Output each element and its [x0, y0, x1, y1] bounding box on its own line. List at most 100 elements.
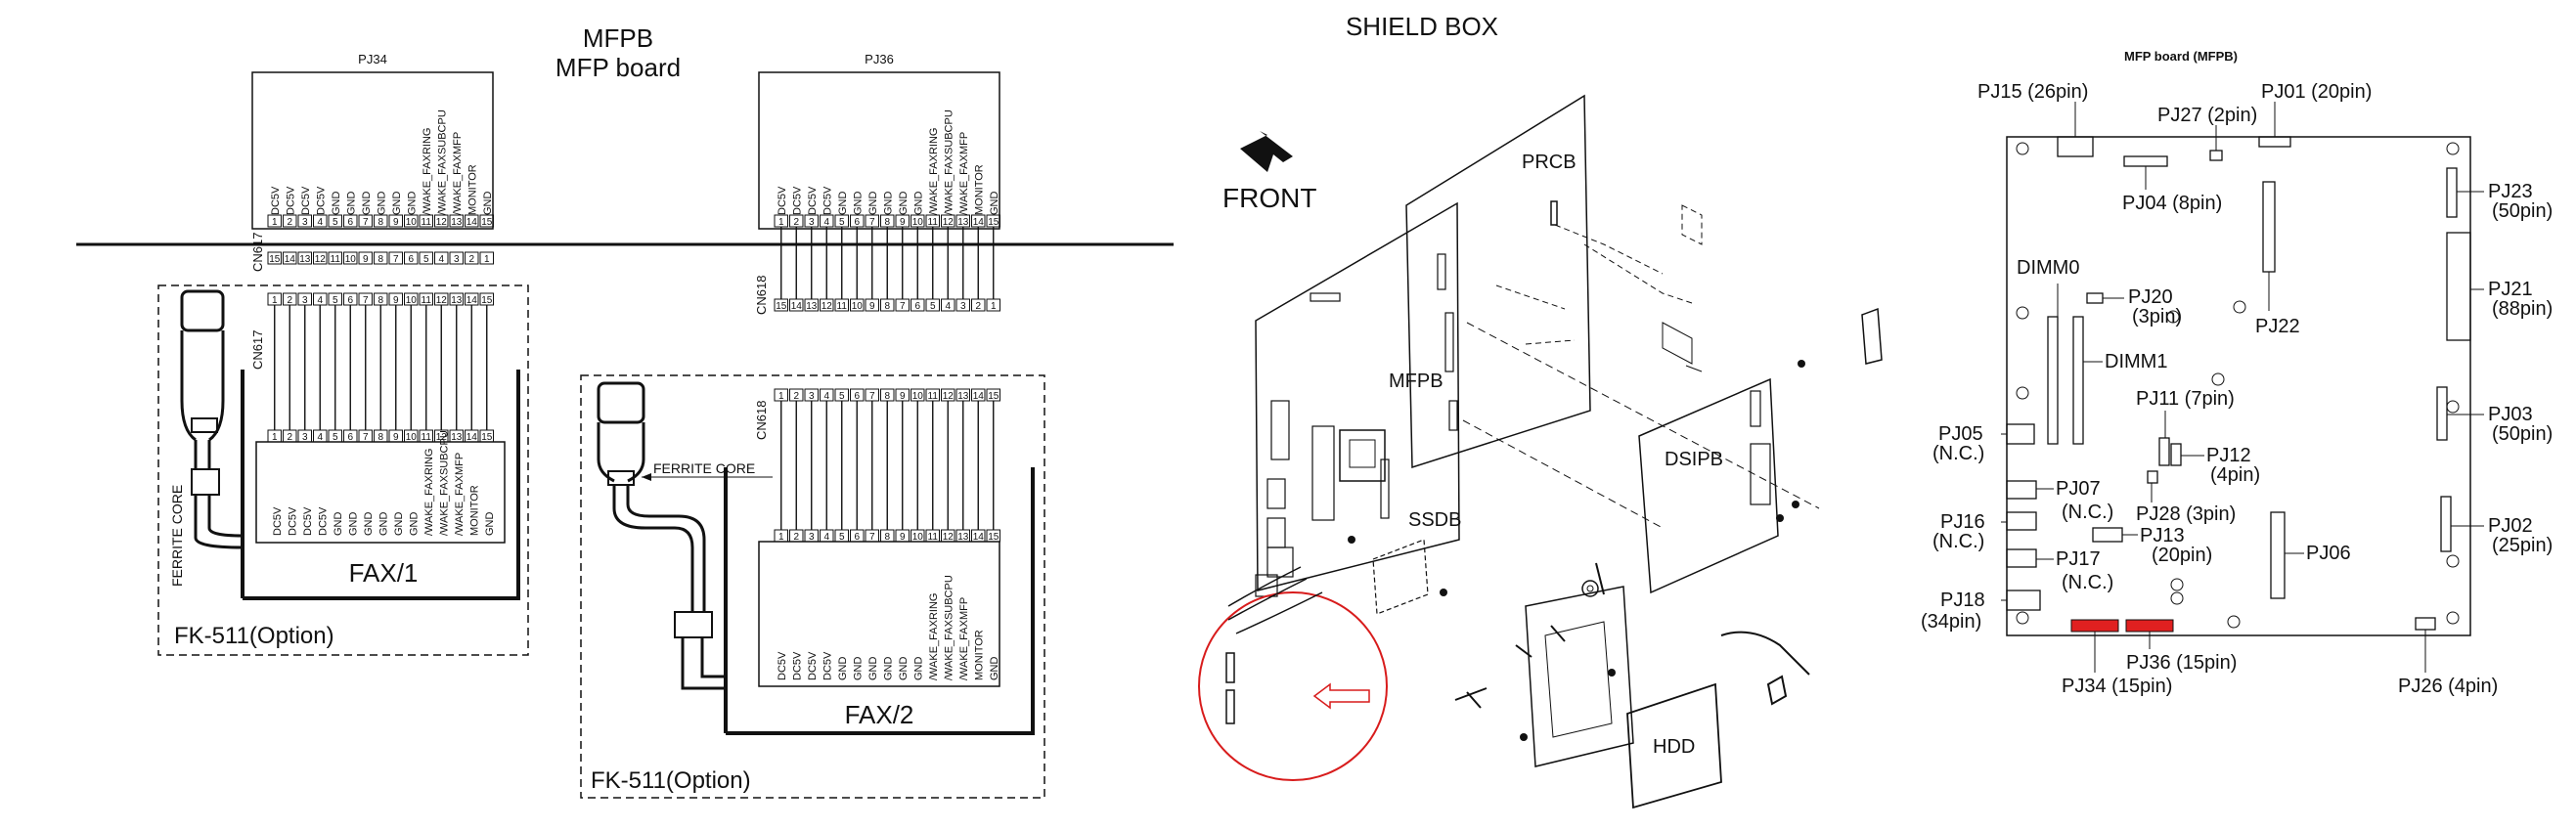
- pin-cell: [479, 214, 494, 228]
- pj27-connector: [2209, 150, 2223, 161]
- pin-number: 7: [363, 295, 369, 306]
- pin-number: 10: [852, 301, 864, 312]
- middle-panel: SHIELD BOX FRONT PRCB MFPB: [1198, 12, 1883, 809]
- label-dimm0: DIMM0: [2017, 257, 2079, 279]
- pin-cell: [283, 292, 297, 306]
- pin-number: 14: [466, 432, 478, 443]
- pj34-connector-box: [251, 71, 494, 230]
- signal-name: GND: [853, 192, 865, 216]
- pin-number: 2: [793, 217, 799, 228]
- hdd-label: HDD: [1653, 736, 1695, 758]
- pin-number: 10: [406, 432, 418, 443]
- label-pj17-nc: (N.C.): [2062, 572, 2113, 593]
- ferrite-core-label-2: FERRITE CORE: [653, 460, 755, 476]
- pin-number: 13: [451, 295, 463, 306]
- hdd-mount-plate: [1525, 586, 1634, 767]
- pin-cell: [404, 251, 419, 265]
- pin-number: 11: [422, 432, 432, 443]
- signal-name: GND: [898, 657, 910, 681]
- pin-cell: [465, 251, 479, 265]
- pin-cell: [374, 292, 388, 306]
- label-pj05: PJ05: [1938, 423, 1983, 445]
- mfpb-connector-labels: PJ15 (26pin) PJ01 (20pin) PJ27 (2pin) PJ…: [1921, 81, 2553, 697]
- pin-cell: [358, 214, 373, 228]
- pin-cell: [465, 214, 479, 228]
- label-pj20-pins: (3pin): [2132, 306, 2182, 328]
- pin-cell: [297, 214, 312, 228]
- pin-cell: [343, 251, 358, 265]
- pin-number: 5: [333, 217, 338, 228]
- leader-lines: [2001, 102, 2484, 673]
- pin-cell: [419, 214, 433, 228]
- signal-name: /WAKE_FAXSUBCPU: [439, 430, 451, 536]
- pj02-connector: [2440, 496, 2452, 552]
- pin-cell: [313, 214, 328, 228]
- pin-cell: [404, 292, 419, 306]
- signal-name: DC5V: [316, 186, 328, 215]
- label-pj36: PJ36 (15pin): [2126, 652, 2237, 674]
- detail-highlight-circle: [1198, 591, 1388, 781]
- pin-cell: [313, 429, 328, 443]
- pin-cell: [465, 429, 479, 443]
- pin-number: 7: [869, 391, 875, 402]
- pin-cell: [388, 429, 403, 443]
- label-pj05-nc: (N.C.): [1932, 443, 1984, 464]
- signal-name: GND: [409, 512, 421, 537]
- signal-name: GND: [363, 512, 375, 537]
- signal-name: DC5V: [300, 186, 312, 215]
- label-pj13: PJ13: [2140, 525, 2185, 546]
- signal-name: /WAKE_FAXRING: [423, 449, 435, 536]
- pin-cell: [434, 251, 449, 265]
- pin-cell: [374, 429, 388, 443]
- pin-number: 11: [837, 301, 848, 312]
- pin-cell: [449, 214, 464, 228]
- pin-cell: [328, 292, 342, 306]
- pin-cell: [388, 292, 403, 306]
- pin-cell: [328, 251, 342, 265]
- pin-number: 5: [839, 217, 845, 228]
- signal-name: GND: [331, 192, 342, 216]
- pin-number: 8: [884, 301, 890, 312]
- signal-name: DC5V: [792, 186, 804, 215]
- pin-number: 1: [778, 217, 784, 228]
- label-pj16: PJ16: [1940, 511, 1985, 533]
- fk511-option-box-2: [580, 374, 1045, 799]
- pin-cell: [267, 429, 282, 443]
- pj05-connector: [2006, 423, 2035, 445]
- pin-number: 8: [884, 391, 890, 402]
- signal-name: MONITOR: [974, 630, 986, 680]
- pin-number: 14: [973, 532, 985, 543]
- pin-number: 12: [315, 254, 327, 265]
- pin-number: 10: [406, 295, 418, 306]
- pin-cell: [449, 292, 464, 306]
- signal-name: GND: [883, 192, 895, 216]
- pin-number: 7: [363, 217, 369, 228]
- mfpb-label: MFPB: [1389, 371, 1443, 392]
- pin-cell: [388, 214, 403, 228]
- signal-name: GND: [484, 512, 496, 537]
- pin-number: 1: [778, 532, 784, 543]
- pin-cell: [434, 429, 449, 443]
- pin-number: 6: [854, 217, 860, 228]
- signal-name: /WAKE_FAXRING: [928, 593, 940, 680]
- pj23-connector: [2446, 167, 2458, 218]
- signal-name: DC5V: [286, 186, 297, 215]
- label-pj03: PJ03: [2488, 404, 2533, 425]
- pin-number: 4: [317, 432, 323, 443]
- pin-number: 3: [809, 391, 815, 402]
- pin-cell: [343, 429, 358, 443]
- pin-number: 11: [928, 391, 939, 402]
- signal-name: /WAKE_FAXRING: [422, 128, 433, 215]
- pin-cell: [297, 429, 312, 443]
- label-pj23: PJ23: [2488, 181, 2533, 202]
- label-pj21-pins: (88pin): [2492, 298, 2553, 320]
- screws: [1348, 360, 1805, 741]
- pin-cell: [404, 429, 419, 443]
- signal-name: GND: [853, 657, 865, 681]
- label-pj01: PJ01 (20pin): [2261, 81, 2372, 103]
